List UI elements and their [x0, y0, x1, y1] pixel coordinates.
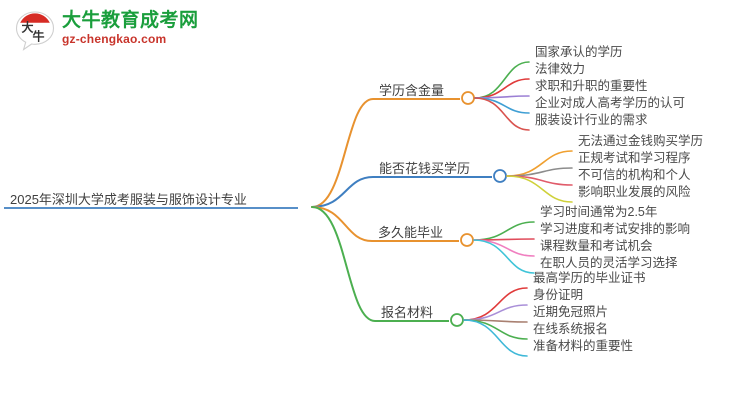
- leaf-node-label: 在职人员的灵活学习选择: [540, 256, 678, 270]
- logo-text: 大牛教育成考网 gz-chengkao.com: [62, 10, 199, 47]
- leaf-node-label: 正规考试和学习程序: [578, 151, 691, 165]
- leaf-node-label: 无法通过金钱购买学历: [578, 134, 704, 148]
- branch-node-label-4: 报名材料: [381, 305, 434, 320]
- leaf-node-label: 学习进度和考试安排的影响: [540, 222, 691, 236]
- leaf-node-label: 不可信的机构和个人: [578, 168, 691, 182]
- svg-text:牛: 牛: [32, 29, 44, 44]
- leaf-node-label: 课程数量和考试机会: [540, 239, 653, 253]
- leaf-node-label: 法律效力: [535, 62, 586, 76]
- branch-node-label-1: 学历含金量: [379, 83, 445, 98]
- leaf-node-label: 近期免冠照片: [533, 305, 609, 319]
- leaf-node-label: 求职和升职的重要性: [535, 79, 648, 93]
- branch-node-label-2: 能否花钱买学历: [379, 161, 471, 176]
- leaf-node-label: 身份证明: [533, 288, 584, 302]
- leaf-node-label: 国家承认的学历: [535, 45, 623, 59]
- leaf-node-label: 学习时间通常为2.5年: [540, 205, 658, 219]
- branch-node-label-3: 多久能毕业: [378, 225, 444, 240]
- logo-mark-icon: 大 牛: [15, 11, 55, 51]
- leaf-node-label: 企业对成人高考学历的认可: [535, 96, 686, 110]
- leaf-node-label: 最高学历的毕业证书: [533, 271, 646, 285]
- logo-title: 大牛教育成考网: [62, 10, 199, 31]
- logo-subtitle: gz-chengkao.com: [62, 32, 167, 46]
- site-logo: 大 牛 大牛教育成考网 gz-chengkao.com: [14, 8, 198, 54]
- leaf-node-label: 影响职业发展的风险: [578, 185, 691, 199]
- svg-text:大: 大: [21, 20, 33, 35]
- leaf-node-label: 服装设计行业的需求: [535, 113, 648, 127]
- leaf-node-label: 在线系统报名: [533, 322, 609, 336]
- leaf-node-label: 准备材料的重要性: [533, 339, 634, 353]
- root-node-label: 2025年深圳大学成考服装与服饰设计专业: [10, 192, 247, 207]
